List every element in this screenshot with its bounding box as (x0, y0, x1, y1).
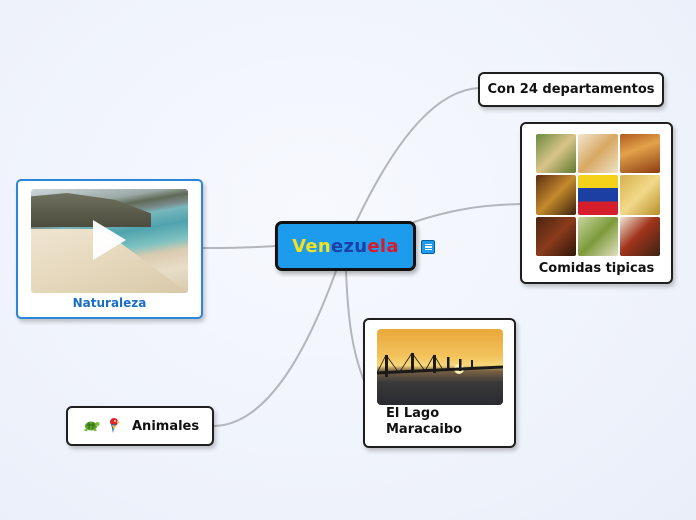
central-title-part-3: ela (367, 236, 398, 257)
topic-departamentos[interactable]: Con 24 departamentos (478, 72, 664, 107)
topic-naturaleza-label: Naturaleza (18, 296, 201, 310)
topic-animales-label: Animales (132, 419, 199, 434)
beach-video-thumbnail[interactable] (31, 189, 188, 293)
topic-animales[interactable]: Animales (66, 406, 214, 446)
lago-label-line-1: El Lago (386, 406, 462, 422)
maracaibo-bridge-image (377, 329, 503, 405)
venezuela-flag-image (578, 175, 618, 214)
connector-departamentos (356, 88, 479, 222)
topic-lago-maracaibo[interactable]: El Lago Maracaibo (363, 318, 516, 448)
cliff-shape (31, 193, 151, 227)
topic-lago-maracaibo-label: El Lago Maracaibo (386, 406, 462, 438)
topic-departamentos-label: Con 24 departamentos (488, 82, 655, 97)
note-icon[interactable] (421, 240, 435, 254)
food-collage-image (536, 134, 660, 256)
connector-comidas (414, 204, 521, 222)
turtle-icon (82, 417, 100, 436)
topic-comidas-tipicas-label: Comidas tipicas (522, 261, 671, 276)
parrot-icon (106, 416, 122, 437)
topic-naturaleza[interactable]: Naturaleza (16, 179, 203, 319)
lago-label-line-2: Maracaibo (386, 422, 462, 438)
connector-naturaleza (202, 246, 276, 248)
central-title-part-2: ezu (331, 236, 367, 257)
central-title-part-1: Ven (292, 236, 331, 257)
topic-comidas-tipicas[interactable]: Comidas tipicas (520, 122, 673, 284)
connector-lago (346, 271, 364, 381)
play-icon[interactable] (93, 220, 126, 260)
bridge-silhouette (377, 329, 503, 405)
connector-animales (214, 271, 336, 426)
